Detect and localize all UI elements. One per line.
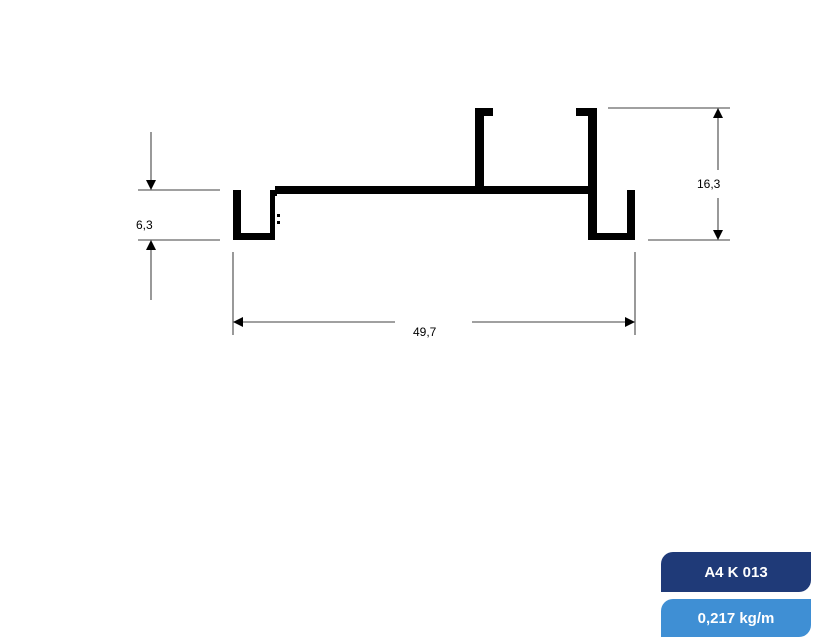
product-code: A4 K 013	[704, 563, 768, 581]
product-weight-badge: 0,217 kg/m	[661, 599, 811, 637]
dimension-label-width: 49,7	[413, 325, 437, 339]
aluminium-profile-shape	[233, 108, 635, 240]
dimension-label-height-left: 6,3	[136, 218, 153, 232]
dimension-height-right	[608, 107, 730, 241]
product-weight: 0,217 kg/m	[697, 609, 775, 627]
product-code-badge: A4 K 013	[661, 552, 811, 592]
dimension-height-left	[138, 132, 220, 300]
dimension-label-height-right: 16,3	[697, 177, 721, 191]
dimension-width	[232, 252, 636, 335]
